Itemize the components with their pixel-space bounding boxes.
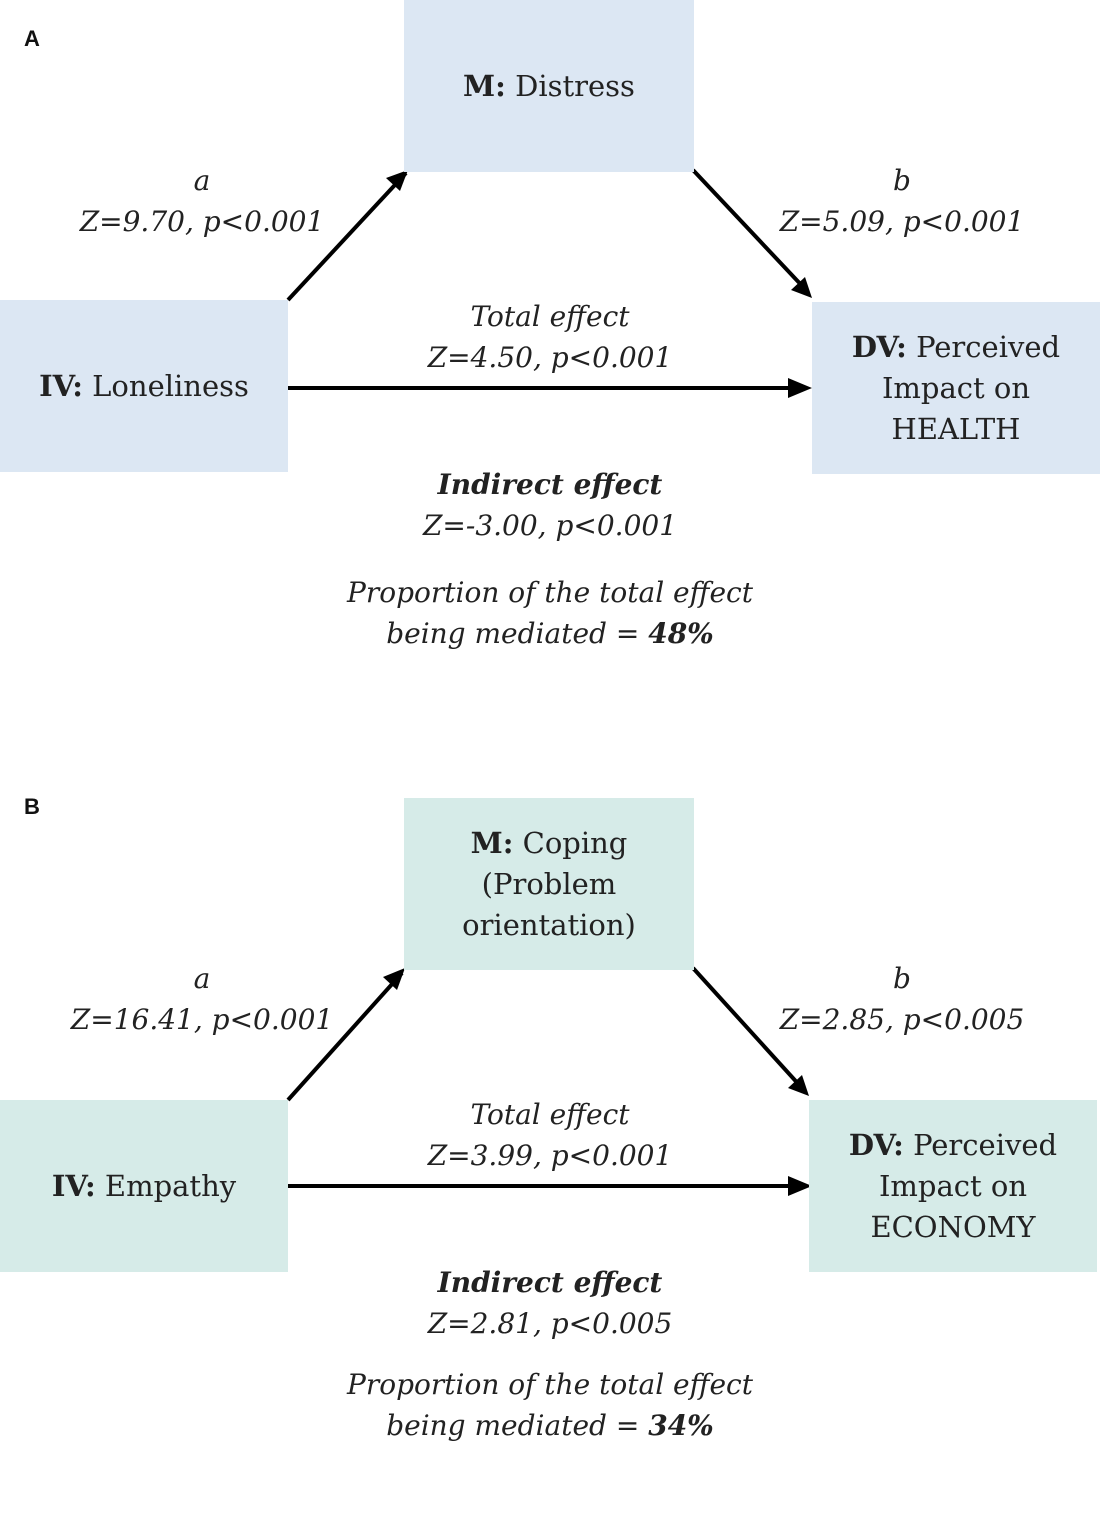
total-effect-name: Total effect (470, 1098, 630, 1131)
total-effect-arrowhead (788, 1176, 812, 1196)
path-a-stat: Z=16.41, p<0.001 (70, 1003, 334, 1036)
proportion-line2: being mediated = (386, 617, 649, 650)
iv-label: Empathy (104, 1168, 237, 1203)
iv-box: IV: Loneliness (0, 300, 288, 472)
mediator-label: Distress (515, 68, 635, 103)
path-a-name: a (193, 962, 211, 995)
proportion-line1: Proportion of the total effect (347, 1368, 753, 1401)
indirect-effect-stat: Z=2.81, p<0.005 (427, 1307, 673, 1340)
proportion-mediated-label: Proportion of the total effect being med… (300, 1364, 800, 1446)
path-a-label: a Z=9.70, p<0.001 (52, 160, 352, 242)
path-a-name: a (193, 164, 211, 197)
dv-label-line2: Impact on (878, 1168, 1028, 1203)
path-b-arrowhead (788, 1075, 809, 1096)
path-a-arrowhead (386, 170, 408, 191)
path-a-stat: Z=9.70, p<0.001 (79, 205, 325, 238)
dv-label-line2: Impact on (881, 370, 1031, 405)
indirect-effect-name: Indirect effect (437, 468, 663, 501)
dv-label-line1: Perceived (916, 329, 1061, 364)
total-effect-stat: Z=3.99, p<0.001 (427, 1139, 673, 1172)
arrows (286, 966, 812, 1196)
panel-letter: A (24, 26, 40, 51)
total-effect-stat: Z=4.50, p<0.001 (427, 341, 673, 374)
iv-box: IV: Empathy (0, 1100, 288, 1272)
path-b-label: b Z=2.85, p<0.005 (752, 958, 1052, 1040)
dv-label-line3: ECONOMY (870, 1209, 1036, 1244)
dv-label-line1: Perceived (913, 1127, 1058, 1162)
panel-a: A M: Distress IV: Loneliness DV: Perceiv… (0, 0, 1100, 724)
mediator-box: M: Distress (404, 0, 694, 172)
path-b-stat: Z=2.85, p<0.005 (779, 1003, 1025, 1036)
proportion-value: 48% (648, 617, 714, 650)
mediator-prefix: M: (470, 825, 514, 860)
path-b-label: b Z=5.09, p<0.001 (752, 160, 1052, 242)
path-a-arrow (286, 171, 408, 302)
path-b-arrow (691, 966, 804, 1090)
iv-prefix: IV: (51, 1168, 96, 1203)
dv-box: DV: Perceived Impact on ECONOMY (809, 1100, 1097, 1272)
dv-box: DV: Perceived Impact on HEALTH (812, 302, 1100, 474)
mediator-label-line2: (Problem (481, 866, 617, 901)
indirect-effect-label: Indirect effect Z=2.81, p<0.005 (348, 1262, 752, 1344)
mediator-prefix: M: (463, 68, 506, 103)
indirect-effect-label: Indirect effect Z=-3.00, p<0.001 (348, 464, 752, 546)
panel-letter: B (24, 794, 40, 819)
panel-b: B M: Coping (Problem orientation) IV: Em… (0, 794, 1100, 1522)
indirect-effect-stat: Z=-3.00, p<0.001 (422, 509, 678, 542)
arrows (286, 168, 812, 398)
mediator-box: M: Coping (Problem orientation) (404, 798, 694, 970)
total-effect-label: Total effect Z=3.99, p<0.001 (398, 1094, 702, 1176)
path-a-arrow (286, 971, 404, 1102)
iv-prefix: IV: (39, 368, 83, 403)
total-effect-name: Total effect (470, 300, 630, 333)
total-effect-arrowhead (788, 378, 812, 398)
proportion-line1: Proportion of the total effect (347, 576, 753, 609)
dv-label-line3: HEALTH (891, 411, 1021, 446)
path-b-name: b (893, 962, 911, 995)
indirect-effect-name: Indirect effect (437, 1266, 663, 1299)
path-a-arrowhead (383, 968, 405, 990)
path-b-arrow (691, 168, 808, 292)
path-b-arrowhead (791, 277, 812, 298)
proportion-line2: being mediated = (386, 1409, 649, 1442)
path-b-stat: Z=5.09, p<0.001 (779, 205, 1025, 238)
total-effect-label: Total effect Z=4.50, p<0.001 (398, 296, 702, 378)
dv-prefix: DV: (851, 329, 907, 364)
mediator-label-line3: orientation) (462, 907, 636, 942)
path-b-name: b (893, 164, 911, 197)
iv-label: Loneliness (92, 368, 249, 403)
mediator-label-line1: Coping (522, 825, 628, 860)
path-a-label: a Z=16.41, p<0.001 (52, 958, 352, 1040)
proportion-mediated-label: Proportion of the total effect being med… (300, 572, 800, 654)
dv-prefix: DV: (848, 1127, 904, 1162)
proportion-value: 34% (648, 1409, 714, 1442)
